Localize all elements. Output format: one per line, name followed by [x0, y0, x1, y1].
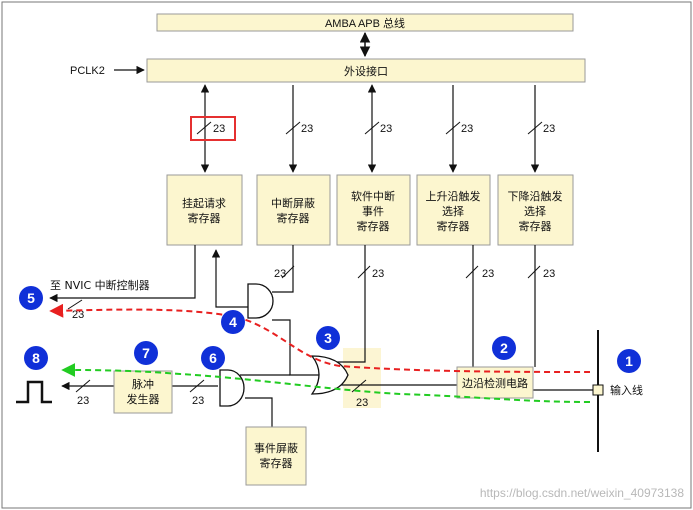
- bus-width-software-out: 23: [372, 268, 384, 280]
- register-buses: [200, 84, 540, 173]
- marker-7: 7: [134, 341, 158, 365]
- svg-text:6: 6: [209, 350, 217, 366]
- input-line-label: 输入线: [610, 383, 643, 397]
- highlight-box: [190, 116, 236, 141]
- svg-text:寄存器: 寄存器: [357, 219, 390, 233]
- amba-apb-bus: AMBA APB 总线: [156, 13, 574, 32]
- svg-text:边沿检测电路: 边沿检测电路: [462, 376, 528, 390]
- svg-text:寄存器: 寄存器: [188, 211, 221, 225]
- or-gate-highlight: [343, 348, 381, 408]
- svg-text:中断屏蔽: 中断屏蔽: [271, 196, 315, 210]
- svg-text:软件中断: 软件中断: [351, 189, 395, 203]
- bus-width-and-out: 23: [192, 395, 204, 407]
- interrupt-path-red: [49, 303, 591, 373]
- svg-text:事件屏蔽: 事件屏蔽: [254, 442, 298, 455]
- bus-width-interrupt-mask: 23: [301, 123, 313, 135]
- svg-text:寄存器: 寄存器: [519, 219, 552, 233]
- event-mask-register: 事件屏蔽 寄存器: [245, 426, 307, 486]
- svg-text:选择: 选择: [524, 204, 546, 218]
- falling-trigger-register: 下降沿触发 选择 寄存器: [497, 174, 574, 246]
- bus-width-marks: [196, 121, 543, 135]
- event-path-green: [61, 363, 591, 403]
- bus-width-falling-out: 23: [543, 268, 555, 280]
- svg-text:发生器: 发生器: [127, 392, 160, 406]
- bus-width-rising: 23: [461, 123, 473, 135]
- amba-apb-bus-label: AMBA APB 总线: [325, 16, 405, 30]
- software-interrupt-register: 软件中断 事件 寄存器: [336, 174, 411, 246]
- svg-text:挂起请求: 挂起请求: [182, 196, 226, 210]
- svg-text:寄存器: 寄存器: [277, 211, 310, 225]
- marker-4: 4: [221, 310, 245, 334]
- pulse-waveform-icon: [16, 380, 52, 404]
- svg-text:事件: 事件: [362, 205, 384, 218]
- svg-text:2: 2: [500, 340, 508, 356]
- svg-text:8: 8: [32, 350, 40, 366]
- signal-width-marks: [67, 265, 541, 393]
- svg-text:1: 1: [625, 353, 633, 369]
- bus-width-software: 23: [380, 123, 392, 135]
- pending-register: 挂起请求 寄存器: [166, 174, 243, 246]
- to-nvic-label: 至 NVIC 中断控制器: [50, 278, 150, 292]
- marker-3: 3: [316, 326, 340, 350]
- bus-width-pulse-out: 23: [77, 395, 89, 407]
- bus-width-mask-out: 23: [274, 268, 286, 280]
- svg-text:7: 7: [142, 345, 150, 361]
- and-gate-4: [247, 283, 274, 319]
- svg-text:选择: 选择: [442, 204, 464, 218]
- rising-trigger-register: 上升沿触发 选择 寄存器: [416, 174, 491, 246]
- bus-width-falling: 23: [543, 123, 555, 135]
- bus-width-edge-out: 23: [356, 397, 368, 409]
- bus-width-pending: 23: [213, 123, 225, 135]
- svg-text:5: 5: [27, 290, 35, 306]
- interrupt-mask-register: 中断屏蔽 寄存器: [256, 174, 331, 246]
- input-terminal: [592, 384, 604, 396]
- marker-5: 5: [19, 286, 43, 310]
- svg-text:寄存器: 寄存器: [260, 456, 293, 470]
- bus-width-nvic: 23: [72, 309, 84, 321]
- pclk2-label: PCLK2: [70, 65, 105, 77]
- svg-text:3: 3: [324, 330, 332, 346]
- marker-6: 6: [201, 346, 225, 370]
- peripheral-interface: 外设接口: [146, 58, 586, 83]
- bus-width-rising-out: 23: [482, 268, 494, 280]
- signal-wires: [49, 245, 599, 452]
- svg-text:上升沿触发: 上升沿触发: [426, 189, 481, 203]
- svg-text:下降沿触发: 下降沿触发: [508, 189, 563, 203]
- marker-1: 1: [617, 349, 641, 373]
- svg-text:寄存器: 寄存器: [437, 219, 470, 233]
- marker-8: 8: [24, 346, 48, 370]
- peripheral-interface-label: 外设接口: [344, 65, 388, 78]
- marker-2: 2: [492, 336, 516, 360]
- pulse-generator: 脉冲 发生器: [113, 370, 173, 414]
- svg-text:4: 4: [229, 314, 237, 330]
- watermark: https://blog.csdn.net/weixin_40973138: [480, 486, 684, 500]
- svg-text:脉冲: 脉冲: [132, 377, 154, 391]
